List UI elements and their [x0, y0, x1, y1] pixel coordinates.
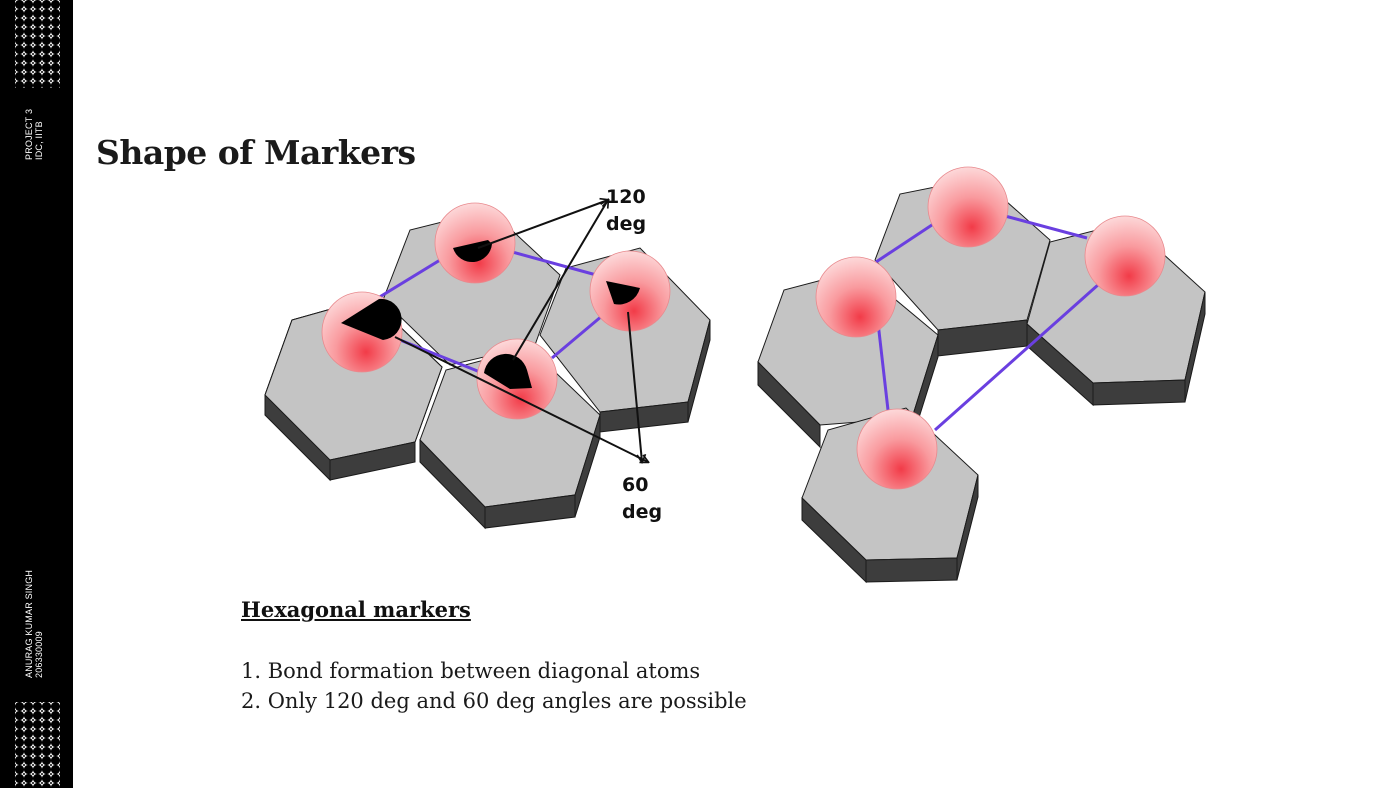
arrow-line [394, 336, 648, 462]
circle-pattern-bottom [15, 702, 60, 788]
sidebar-pattern [15, 0, 60, 788]
atom [856, 408, 938, 490]
list-item: 2. Only 120 deg and 60 deg angles are po… [241, 689, 747, 713]
atom [589, 250, 671, 332]
atom [434, 202, 516, 284]
atom [1084, 215, 1166, 297]
angle-arrows [394, 200, 648, 462]
arrow-line [627, 311, 642, 462]
atom [476, 338, 558, 420]
left-cluster [264, 200, 711, 530]
circle-pattern-top [15, 0, 60, 88]
list-item: 1. Bond formation between diagonal atoms [241, 659, 701, 683]
section-heading: Hexagonal markers [241, 597, 471, 622]
arrow-line [512, 200, 608, 361]
notes-list: 1. Bond formation between diagonal atoms… [241, 656, 747, 716]
side-bar: PROJECT 3 IDC, IITB ANURAG KUMAR SINGH 2… [0, 0, 73, 788]
sector-marker [484, 353, 532, 389]
sector-marker [341, 298, 402, 340]
angle-120-label: 120 deg [606, 186, 647, 235]
right-cluster [757, 166, 1206, 584]
page-title: Shape of Markers [96, 133, 416, 172]
atom [815, 256, 897, 338]
sector-marker [606, 281, 640, 305]
atom [321, 291, 403, 373]
atom [927, 166, 1009, 248]
angle-60-label: 60 deg [622, 474, 663, 523]
arrow-line [477, 200, 608, 249]
